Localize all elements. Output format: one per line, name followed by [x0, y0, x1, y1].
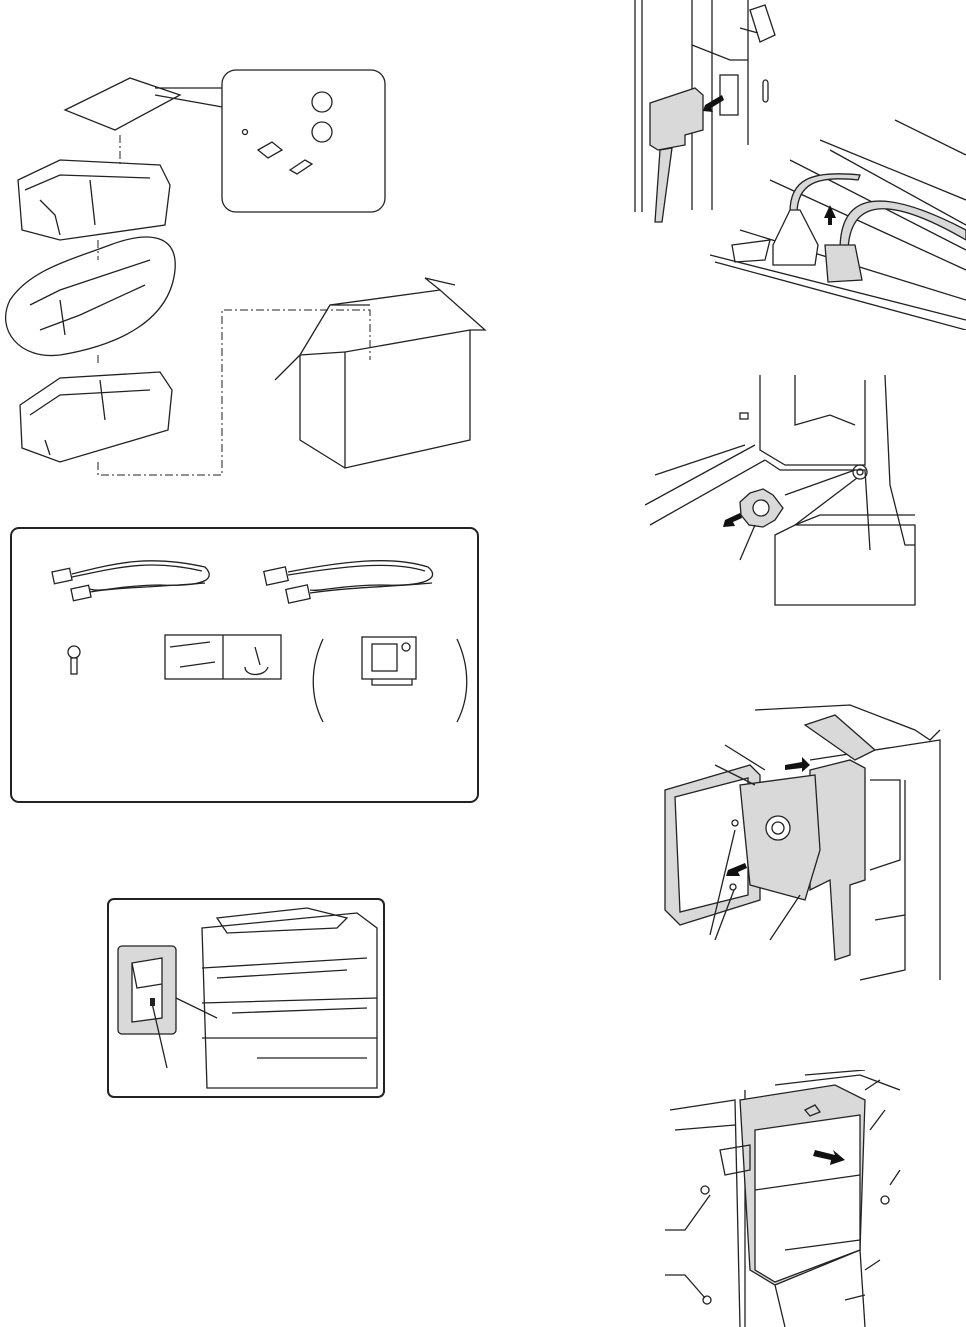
- knob-removal-illustration: [645, 375, 920, 610]
- packaging-exploded-view-illustration: [0, 55, 495, 480]
- interface-cable-illustration: [600, 0, 966, 330]
- finisher-front-door-illustration: [660, 700, 945, 985]
- main-power-switch-illustration: [107, 898, 387, 1100]
- parts-list-illustration: [10, 527, 480, 804]
- finisher-cover-illustration: [665, 1070, 910, 1327]
